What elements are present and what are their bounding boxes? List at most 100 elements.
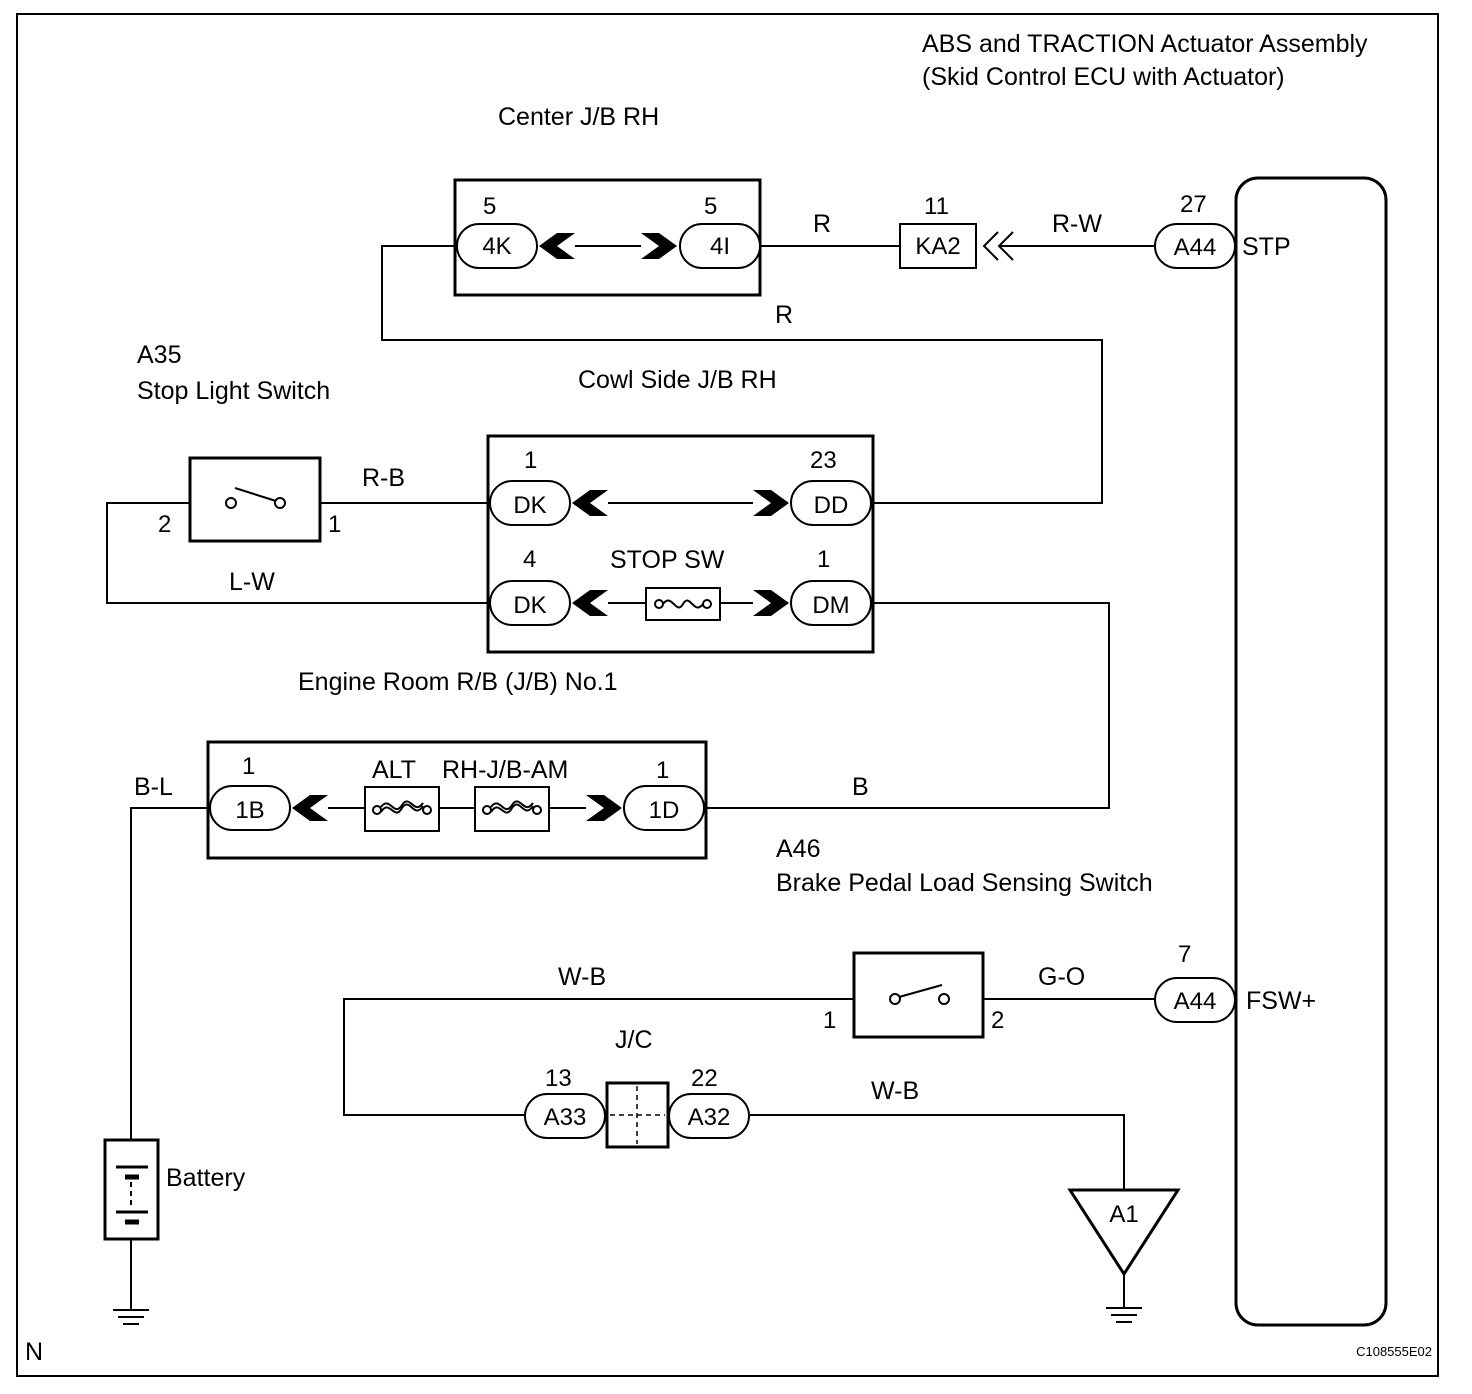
fsw-num: 7 — [1178, 941, 1191, 968]
alt-fuse-element-b — [380, 800, 424, 811]
ka2-num: 11 — [924, 193, 949, 220]
a44-fsw-pin — [1154, 977, 1236, 1023]
stop-switch-box — [188, 456, 322, 543]
jc-left-num: 13 — [545, 1065, 572, 1092]
rh-jb-am-fuse-terminal-left — [482, 805, 492, 815]
cowl-dk1-label: DK — [513, 492, 546, 519]
corner-n: N — [25, 1338, 43, 1366]
diagram-frame — [16, 13, 1439, 1377]
cowl-dk1-num: 1 — [524, 447, 537, 474]
alt-fuse-terminal-right — [422, 805, 432, 815]
ground-a1-label: A1 — [1109, 1201, 1138, 1228]
wire-w-b-top-label: W-B — [558, 963, 606, 991]
fsw-signal: FSW+ — [1246, 987, 1316, 1015]
rh-jb-am-fuse-terminal-right — [532, 805, 542, 815]
engine-rb-1b-num: 1 — [242, 753, 255, 780]
ground-a1-icon — [1106, 1307, 1142, 1323]
wire-g-o-label: G-O — [1038, 963, 1085, 991]
alt-fuse-terminal-left — [372, 805, 382, 815]
cowl-dd-num: 23 — [810, 447, 837, 474]
center-jb-label: Center J/B RH — [498, 103, 659, 131]
jc-a33-label: A33 — [544, 1104, 587, 1131]
stop-switch-lever — [234, 487, 277, 502]
ground-a1-triangle — [1067, 1188, 1181, 1277]
center-jb-4i-label: 4I — [710, 233, 730, 260]
wire-b-label: B — [852, 773, 869, 801]
center-jb-4k-label: 4K — [482, 233, 511, 260]
engine-rb-1b-label: 1B — [235, 797, 264, 824]
wire-w-b-bottom — [749, 1114, 1125, 1190]
a44-fsw-label: A44 — [1174, 988, 1217, 1015]
cowl-arrow-dm — [753, 590, 789, 616]
stop-switch-pin-left: 2 — [158, 511, 171, 538]
rh-jb-am-fuse-element-a — [490, 803, 534, 814]
center-jb-arrow-right — [641, 233, 677, 259]
load-switch-lever — [898, 984, 943, 998]
battery-ground-icon — [113, 1309, 149, 1325]
cowl-dk2-num: 4 — [523, 546, 536, 573]
load-switch-contact-left — [889, 993, 901, 1005]
stop-switch-contact-right — [274, 497, 286, 509]
cowl-dk2-pin — [489, 580, 571, 626]
stop-switch-name: Stop Light Switch — [137, 377, 330, 405]
stop-sw-fuse-element — [662, 599, 704, 609]
stp-signal: STP — [1242, 233, 1291, 261]
jc-block — [605, 1081, 670, 1149]
jc-a32-label: A32 — [688, 1104, 731, 1131]
ecu-block — [1234, 176, 1388, 1327]
load-switch-box — [852, 951, 985, 1039]
center-jb-box — [453, 178, 762, 297]
cowl-jb-label: Cowl Side J/B RH — [578, 366, 777, 394]
wire-w-b-top — [343, 998, 854, 1116]
a44-stp-label: A44 — [1174, 234, 1217, 261]
stop-switch-contact-left — [225, 497, 237, 509]
wire-b-l-label: B-L — [134, 773, 173, 801]
cowl-arrow-dk1 — [572, 490, 608, 516]
cowl-dm-pin — [790, 580, 872, 626]
a44-stp-pin — [1154, 223, 1236, 269]
cowl-dk2-label: DK — [513, 592, 546, 619]
cowl-dm-num: 1 — [817, 546, 830, 573]
engine-rb-1d-label: 1D — [649, 797, 680, 824]
engine-rb-box — [206, 740, 708, 860]
cowl-dk1-pin — [489, 480, 571, 526]
engine-rb-arrow-1d — [586, 795, 622, 821]
stop-switch-id: A35 — [137, 341, 181, 369]
stp-num: 27 — [1180, 191, 1207, 218]
ecu-title: ABS and TRACTION Actuator Assembly — [922, 30, 1368, 58]
engine-rb-1d-pin — [623, 785, 705, 831]
center-jb-pin-left-num: 5 — [483, 193, 496, 220]
load-switch-pin-left: 1 — [823, 1007, 836, 1034]
cowl-dm-label: DM — [812, 592, 849, 619]
load-switch-id: A46 — [776, 835, 820, 863]
load-switch-contact-right — [938, 993, 950, 1005]
stop-sw-fuse-terminal-left — [654, 599, 664, 609]
wire-l-w-label: L-W — [229, 568, 275, 596]
ecu-subtitle: (Skid Control ECU with Actuator) — [922, 63, 1285, 91]
ka2-chevron-1 — [982, 231, 999, 261]
jc-right-num: 22 — [691, 1065, 718, 1092]
wire-b-l — [130, 807, 210, 1140]
wire-r-mid — [381, 245, 1103, 504]
jc-label: J/C — [615, 1026, 653, 1054]
cowl-jb-box — [486, 434, 875, 654]
jc-a33-pin — [524, 1093, 606, 1139]
load-switch-name: Brake Pedal Load Sensing Switch — [776, 869, 1153, 897]
stop-switch-pin-right: 1 — [328, 511, 341, 538]
wire-r-b-label: R-B — [362, 464, 405, 492]
engine-rb-arrow-1b — [292, 795, 328, 821]
ka2-connector — [899, 223, 977, 269]
wire-r-w-label: R-W — [1052, 210, 1102, 238]
figure-code: C108555E02 — [1356, 1344, 1432, 1359]
engine-rb-1d-num: 1 — [656, 757, 669, 784]
wire-b — [706, 602, 1110, 809]
fuse-alt-label: ALT — [372, 756, 416, 784]
alt-fuse-element-a — [380, 803, 424, 814]
center-jb-pin-right-num: 5 — [704, 193, 717, 220]
battery-label: Battery — [166, 1164, 246, 1192]
wire-r-mid-label: R — [775, 301, 793, 329]
cowl-fuse-label: STOP SW — [610, 546, 725, 574]
wire-l-w — [106, 502, 490, 604]
ka2-label: KA2 — [915, 233, 960, 260]
